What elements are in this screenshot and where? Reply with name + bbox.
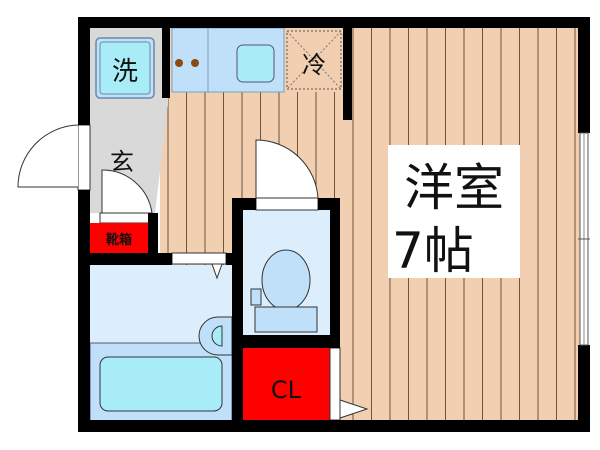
toilet-bowl xyxy=(261,249,311,311)
refrigerator-label: 冷 xyxy=(302,51,326,79)
front-door-swing[interactable] xyxy=(17,124,79,188)
toilet-tank xyxy=(254,306,318,333)
shoe-box-label: 靴箱 xyxy=(106,232,132,248)
entrance-step xyxy=(99,212,151,224)
room-name-label: 洋室 xyxy=(404,159,504,217)
entrance-door-swing[interactable] xyxy=(101,169,153,214)
wall-kitchen-stub xyxy=(343,28,352,120)
stove-burner-icon xyxy=(191,59,199,67)
wall-shoebox xyxy=(78,253,172,265)
wall-right-lower xyxy=(578,345,590,432)
wall-toilet-right xyxy=(330,198,340,348)
bathroom-door[interactable] xyxy=(171,252,227,265)
closet-door-marker xyxy=(339,399,369,419)
bathroom-door-marker xyxy=(211,263,223,280)
wall-left-lower xyxy=(78,190,90,432)
closet-label: CL xyxy=(271,376,302,404)
refrigerator-cross xyxy=(286,30,342,90)
wall-shoebox-side xyxy=(148,213,158,253)
refrigerator-cross xyxy=(286,30,342,90)
wash-basin-bowl xyxy=(211,325,223,347)
front-door-opening xyxy=(77,124,91,191)
room-label-box xyxy=(388,145,520,278)
paper-holder-icon xyxy=(250,288,262,306)
wall-bath-right xyxy=(232,198,243,422)
closet xyxy=(243,348,330,420)
wall-laundry xyxy=(162,28,170,98)
walls xyxy=(78,17,590,432)
bathtub-basin xyxy=(99,356,223,412)
wall-toilet-top-left xyxy=(232,198,256,210)
washer xyxy=(99,41,151,95)
stove-burner-icon xyxy=(175,59,183,67)
wall-left-upper xyxy=(78,17,90,125)
wall-right-upper xyxy=(578,17,590,133)
shoe-box xyxy=(90,223,148,253)
room-size-label: 7帖 xyxy=(392,222,474,280)
wall-toilet-closet xyxy=(243,335,340,348)
wall-top xyxy=(78,17,590,28)
wall-bottom xyxy=(78,420,590,432)
washer-label: 洗 xyxy=(112,57,138,87)
sink xyxy=(236,44,275,83)
toilet-door-opening xyxy=(255,197,319,211)
closet-door[interactable] xyxy=(329,347,341,421)
toilet-door-swing[interactable] xyxy=(255,139,319,199)
